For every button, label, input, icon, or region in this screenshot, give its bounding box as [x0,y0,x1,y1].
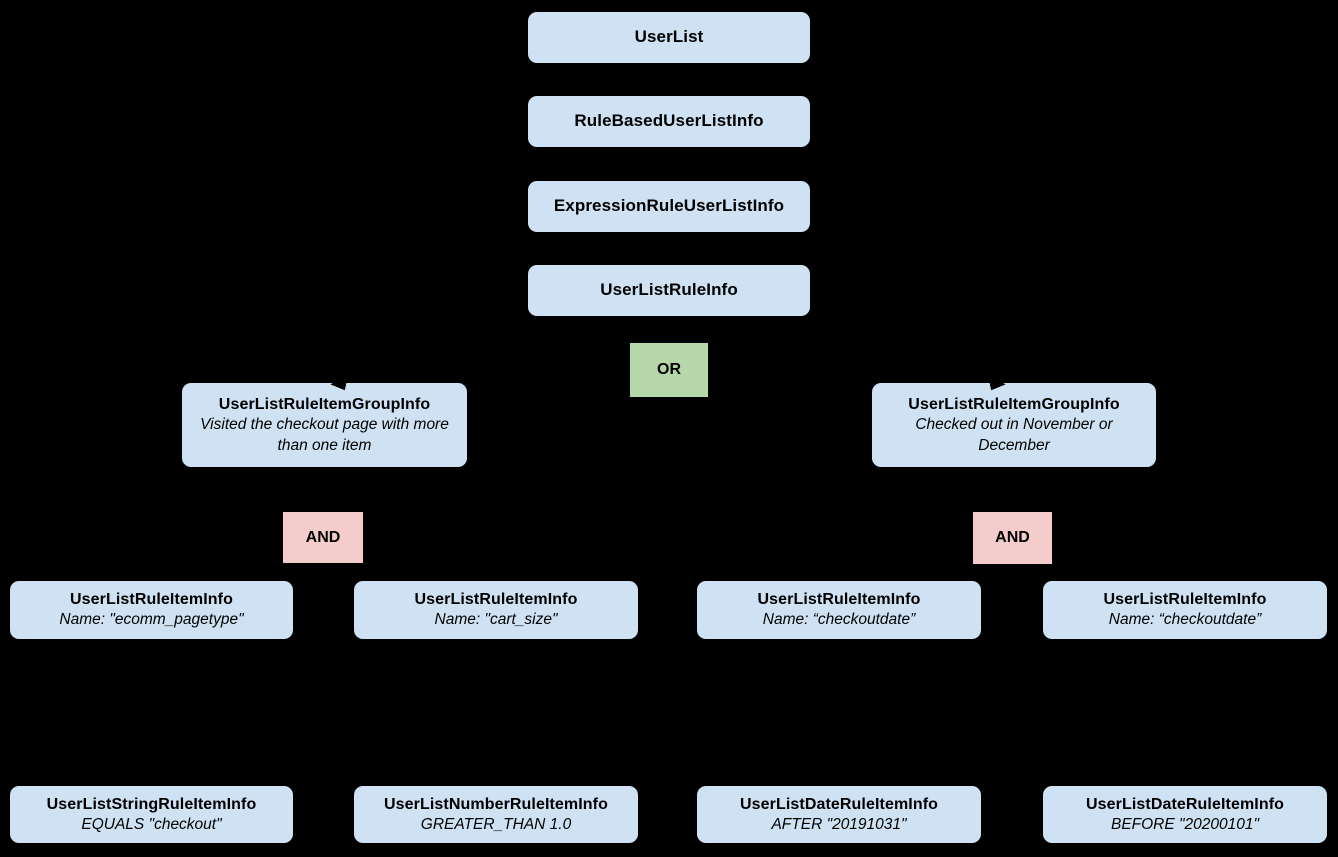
node-rule-item-cart-size-name: Name: "cart_size" [434,611,558,629]
node-date-rule-item-before: UserListDateRuleItemInfo BEFORE "2020010… [1043,786,1327,843]
node-date-rule-item-before-title: UserListDateRuleItemInfo [1086,795,1284,813]
node-rule-item-group-left: UserListRuleItemGroupInfo Visited the ch… [182,383,467,467]
node-rule-item-ecomm-pagetype: UserListRuleItemInfo Name: "ecomm_pagety… [10,581,293,639]
node-date-rule-item-before-condition: BEFORE "20200101" [1110,815,1259,833]
and-operator-right-node: AND [973,512,1052,564]
node-rule-item-cart-size: UserListRuleItemInfo Name: "cart_size" [354,581,638,639]
node-string-rule-item-condition: EQUALS "checkout" [81,815,222,833]
node-rule-item-checkoutdate-before: UserListRuleItemInfo Name: “checkoutdate… [1043,581,1327,639]
node-date-rule-item-after: UserListDateRuleItemInfo AFTER "20191031… [697,786,981,843]
node-date-rule-item-after-condition: AFTER "20191031" [771,815,907,833]
node-expression-rule-user-list-info: ExpressionRuleUserListInfo [528,181,810,232]
node-rule-based-user-list-info: RuleBasedUserListInfo [528,96,810,147]
node-user-list-rule-info: UserListRuleInfo [528,265,810,316]
node-rule-item-checkoutdate-after: UserListRuleItemInfo Name: “checkoutdate… [697,581,981,639]
node-date-rule-item-after-title: UserListDateRuleItemInfo [740,795,938,813]
node-rule-based-user-list-info-label: RuleBasedUserListInfo [574,111,764,131]
or-operator-label: OR [657,361,681,378]
and-operator-left-label: AND [305,528,341,546]
node-rule-item-ecomm-pagetype-title: UserListRuleItemInfo [70,591,233,609]
node-string-rule-item: UserListStringRuleItemInfo EQUALS "check… [10,786,293,843]
or-operator-node: OR [630,343,708,397]
node-expression-rule-user-list-info-label: ExpressionRuleUserListInfo [553,196,785,216]
node-number-rule-item-condition: GREATER_THAN 1.0 [420,815,572,833]
node-rule-item-checkoutdate-after-name: Name: “checkoutdate” [762,611,916,629]
node-rule-item-group-right-description: Checked out in November or December [915,416,1113,454]
node-rule-item-group-left-title: UserListRuleItemGroupInfo [218,395,431,413]
and-operator-left-node: AND [283,512,363,563]
node-rule-item-checkoutdate-after-title: UserListRuleItemInfo [757,591,921,609]
node-userlist-label: UserList [634,27,704,47]
node-number-rule-item: UserListNumberRuleItemInfo GREATER_THAN … [354,786,638,843]
node-rule-item-group-left-description: Visited the checkout page with more than… [200,416,449,454]
node-rule-item-ecomm-pagetype-name: Name: "ecomm_pagetype" [59,611,244,629]
node-number-rule-item-title: UserListNumberRuleItemInfo [384,795,608,813]
node-rule-item-group-right: UserListRuleItemGroupInfo Checked out in… [872,383,1156,467]
node-userlist: UserList [528,12,810,63]
node-rule-item-checkoutdate-before-title: UserListRuleItemInfo [1103,591,1267,609]
node-rule-item-group-right-title: UserListRuleItemGroupInfo [908,395,1120,413]
node-rule-item-cart-size-title: UserListRuleItemInfo [414,591,578,609]
and-operator-right-label: AND [995,529,1030,546]
node-user-list-rule-info-label: UserListRuleInfo [600,280,738,300]
node-rule-item-checkoutdate-before-name: Name: “checkoutdate” [1108,611,1262,629]
node-string-rule-item-title: UserListStringRuleItemInfo [46,795,257,813]
